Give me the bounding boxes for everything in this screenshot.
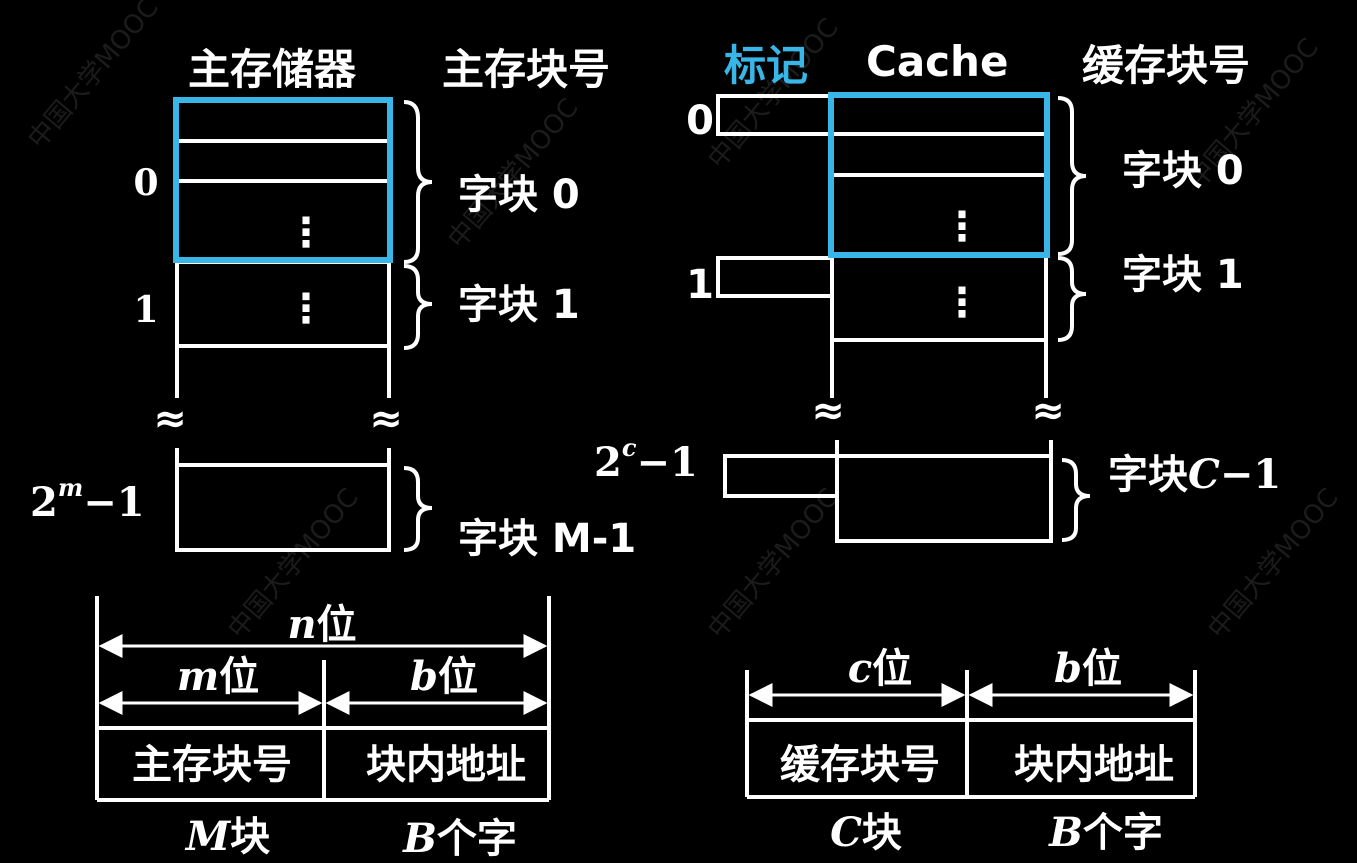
main-total-bits: n位	[287, 601, 356, 648]
main-ellipsis: ⋮	[286, 210, 326, 256]
cache-address-format: c位 b位 缓存块号 块内地址 C块 B个字	[745, 645, 1197, 856]
main-index-1: 1	[133, 289, 158, 331]
main-offset-field: 块内地址	[366, 742, 526, 788]
cache-offset-field: 块内地址	[1014, 742, 1174, 788]
cache-ellipsis: ⋮	[942, 204, 982, 250]
cache-tag-header: 标记	[724, 41, 808, 90]
main-block-number-field: 主存块号	[132, 742, 292, 788]
cache-block-0-highlight	[828, 92, 1050, 258]
main-break-left: ≈	[153, 396, 187, 442]
main-block-last-label: 字块 M-1	[458, 516, 636, 562]
svg-text:中国大学MOOC: 中国大学MOOC	[702, 13, 844, 174]
main-field2-bits: b位	[410, 653, 478, 700]
main-block-number-header: 主存块号	[442, 45, 610, 94]
main-block-0-label: 字块 0	[458, 172, 580, 218]
svg-text:中国大学MOOC: 中国大学MOOC	[22, 0, 164, 154]
cache-field1-bits: c位	[848, 645, 912, 692]
main-block-count: M块	[184, 813, 270, 860]
cache-field2-bits: b位	[1054, 645, 1122, 692]
cache-block-0-label: 字块 0	[1122, 148, 1244, 194]
cache-index-last: 2c−1	[594, 433, 698, 486]
main-field1-bits: m位	[177, 653, 259, 700]
main-break-right: ≈	[369, 396, 403, 442]
main-block-1-label: 字块 1	[458, 282, 580, 328]
cache-block-count: C块	[830, 809, 902, 856]
svg-text:中国大学MOOC: 中国大学MOOC	[702, 483, 844, 644]
cache: 标记 Cache 缓存块号 ⋮ ⋮ ≈ ≈ 0 1 2c−1 字块 0 字块	[594, 37, 1281, 543]
main-words-per-block: B个字	[402, 815, 517, 862]
main-memory: 主存储器 主存块号 ⋮ ⋮ ≈ ≈ 0 1 2m−1 字块 0 字块 1 字块 …	[30, 45, 636, 562]
cache-block-number-header: 缓存块号	[1082, 41, 1250, 90]
watermark: 中国大学MOOC 中国大学MOOC 中国大学MOOC 中国大学MOOC 中国大学…	[22, 0, 1344, 644]
cache-words-per-block: B个字	[1048, 809, 1163, 856]
main-block-0-highlight	[173, 97, 393, 263]
cache-index-1: 1	[686, 262, 714, 308]
main-index-0: 0	[133, 162, 158, 204]
cache-tag-box-1	[716, 256, 834, 298]
main-address-format: n位 m位 b位 主存块号 块内地址 M块 B个字	[95, 596, 551, 862]
main-ellipsis: ⋮	[286, 286, 326, 332]
cache-title: Cache	[866, 37, 1008, 86]
cache-break-left: ≈	[811, 388, 845, 434]
main-index-last: 2m−1	[30, 473, 145, 526]
cache-block-number-field: 缓存块号	[780, 742, 940, 788]
cache-block-1-label: 字块 1	[1122, 252, 1244, 298]
svg-text:中国大学MOOC: 中国大学MOOC	[1202, 483, 1344, 644]
cache-index-0: 0	[686, 98, 714, 144]
main-memory-title: 主存储器	[188, 45, 357, 94]
cache-block-last-label: 字块C−1	[1108, 451, 1281, 498]
cache-ellipsis: ⋮	[942, 280, 982, 326]
cache-break-right: ≈	[1031, 388, 1065, 434]
